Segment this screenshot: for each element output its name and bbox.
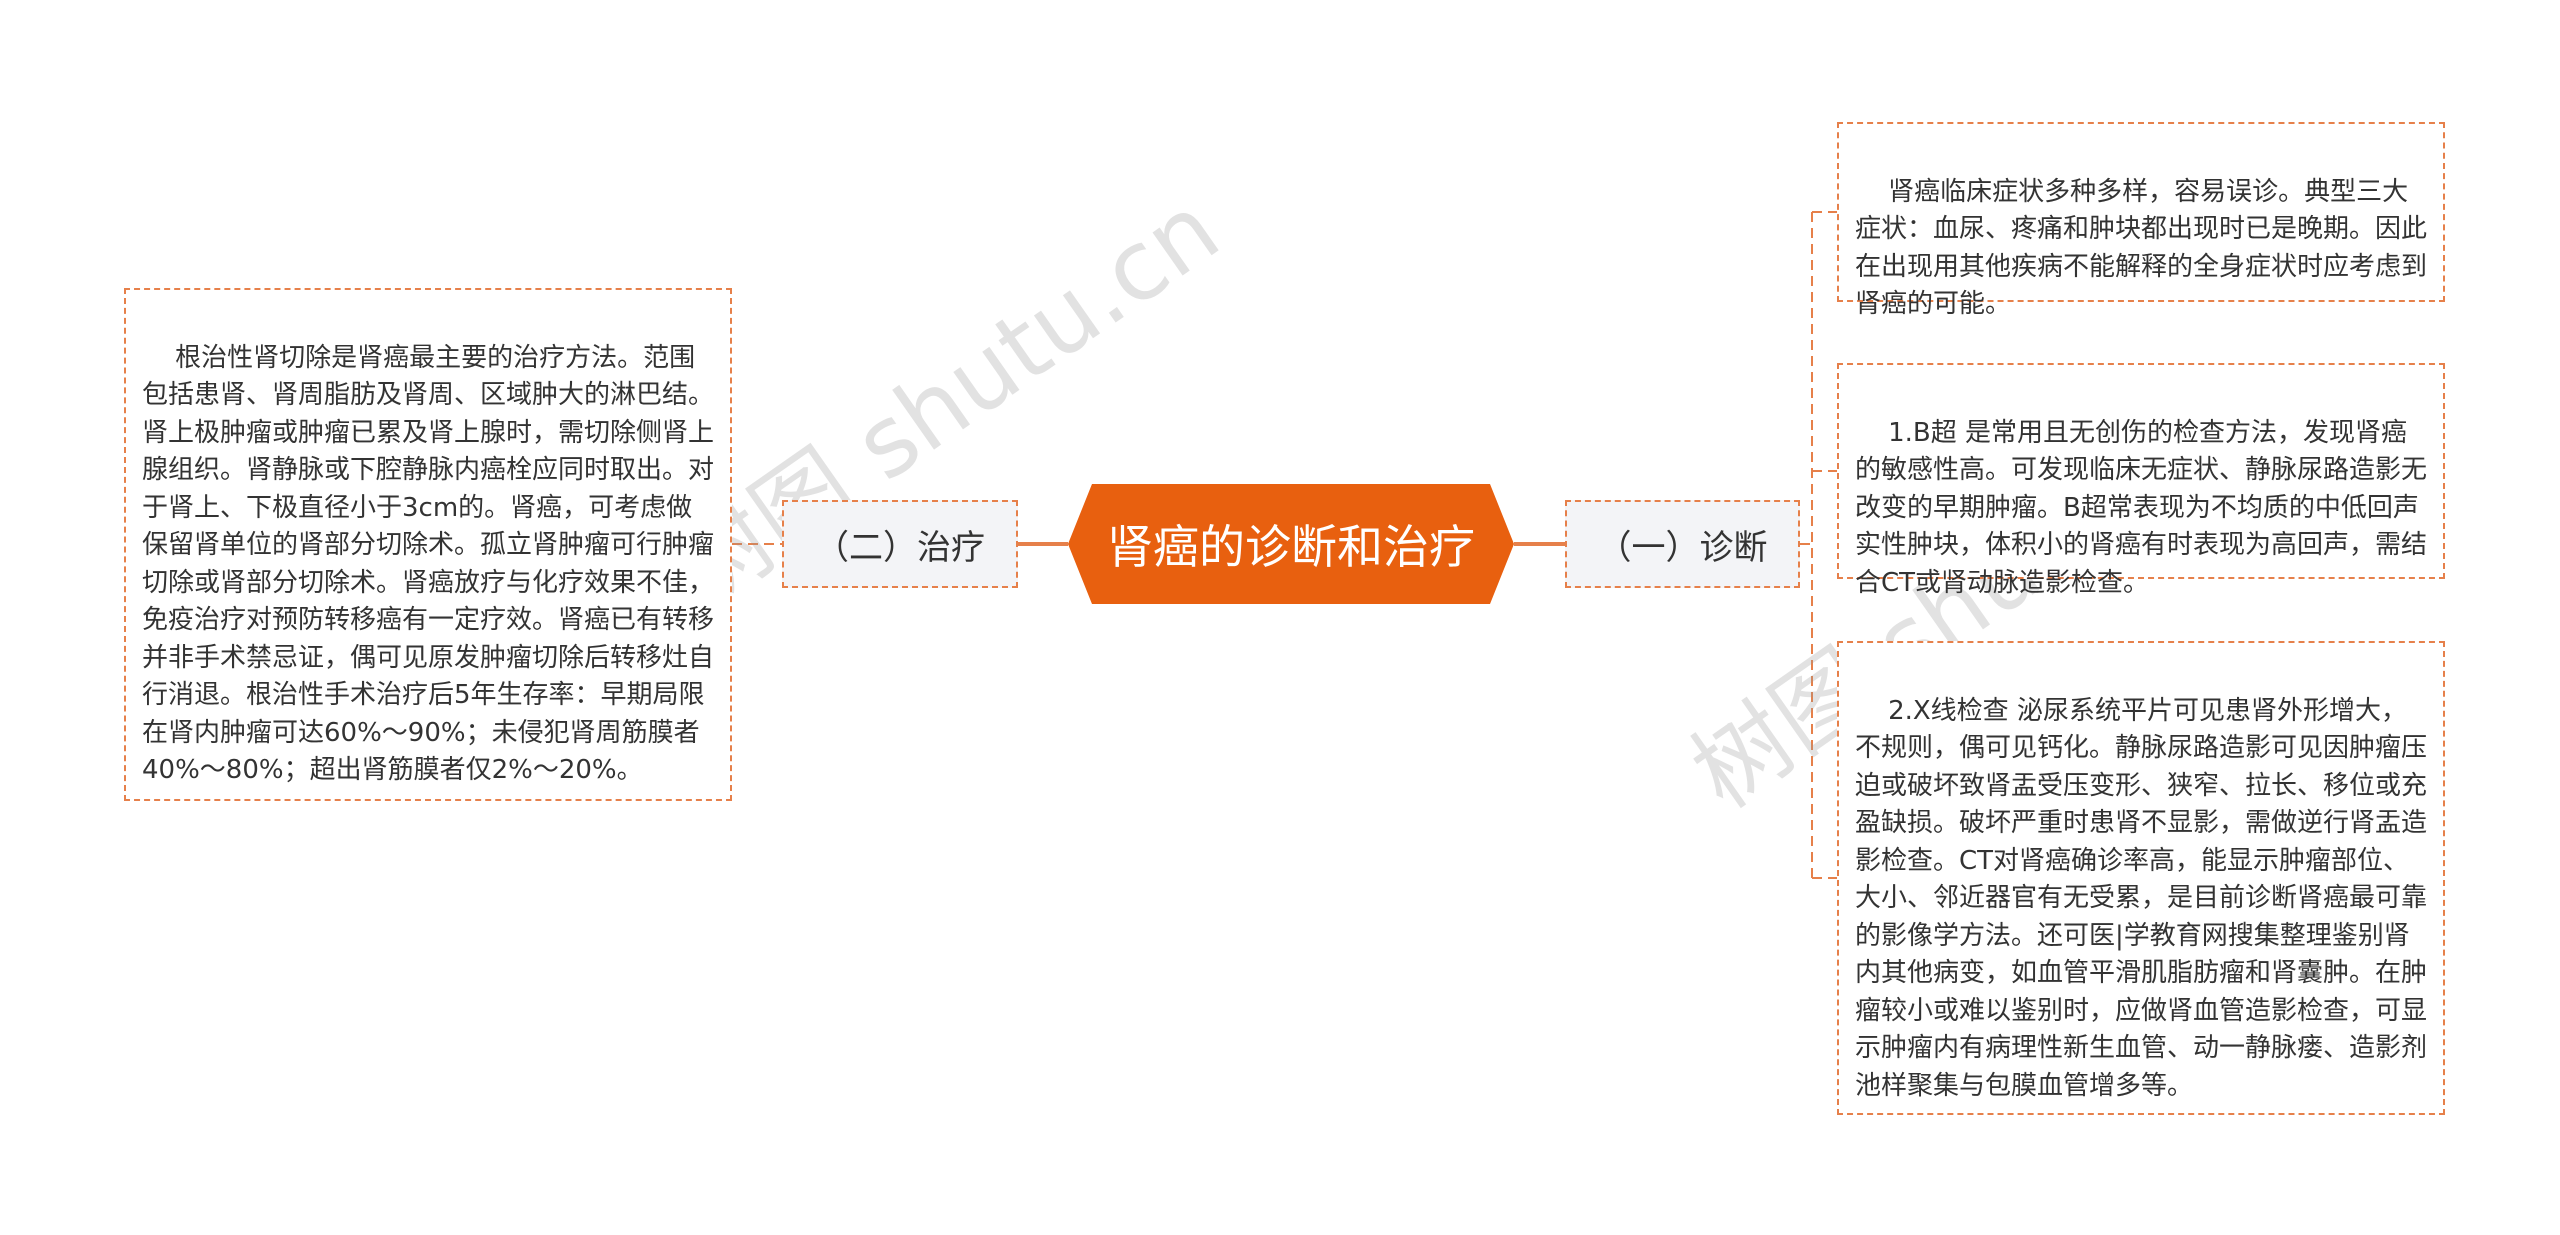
leaf-diagnosis-xray[interactable]: 2.X线检查 泌尿系统平片可见患肾外形增大，不规则，偶可见钙化。静脉尿路造影可见… — [1837, 641, 2445, 1115]
leaf-diagnosis-symptoms-text: 肾癌临床症状多种多样，容易误诊。典型三大症状：血尿、疼痛和肿块都出现时已是晚期。… — [1855, 176, 2428, 320]
leaf-treatment-text: 根治性肾切除是肾癌最主要的治疗方法。范围包括患肾、肾周脂肪及肾周、区域肿大的淋巴… — [142, 342, 715, 786]
branch-diagnosis[interactable]: （一）诊断 — [1565, 500, 1800, 588]
central-topic[interactable]: 肾癌的诊断和治疗 — [1068, 484, 1514, 604]
leaf-diagnosis-ultrasound[interactable]: 1.B超 是常用且无创伤的检查方法，发现肾癌的敏感性高。可发现临床无症状、静脉尿… — [1837, 363, 2445, 598]
central-topic-label: 肾癌的诊断和治疗 — [1107, 520, 1475, 574]
branch-treatment-label: （二）治疗 — [815, 527, 985, 568]
leaf-diagnosis-ultrasound-text: 1.B超 是常用且无创伤的检查方法，发现肾癌的敏感性高。可发现临床无症状、静脉尿… — [1855, 417, 2428, 598]
leaf-diagnosis-xray-text: 2.X线检查 泌尿系统平片可见患肾外形增大，不规则，偶可见钙化。静脉尿路造影可见… — [1855, 695, 2428, 1101]
leaf-treatment-details[interactable]: 根治性肾切除是肾癌最主要的治疗方法。范围包括患肾、肾周脂肪及肾周、区域肿大的淋巴… — [124, 288, 732, 801]
branch-treatment[interactable]: （二）治疗 — [782, 500, 1018, 588]
branch-diagnosis-label: （一）诊断 — [1597, 527, 1768, 568]
leaf-diagnosis-symptoms[interactable]: 肾癌临床症状多种多样，容易误诊。典型三大症状：血尿、疼痛和肿块都出现时已是晚期。… — [1837, 122, 2445, 319]
